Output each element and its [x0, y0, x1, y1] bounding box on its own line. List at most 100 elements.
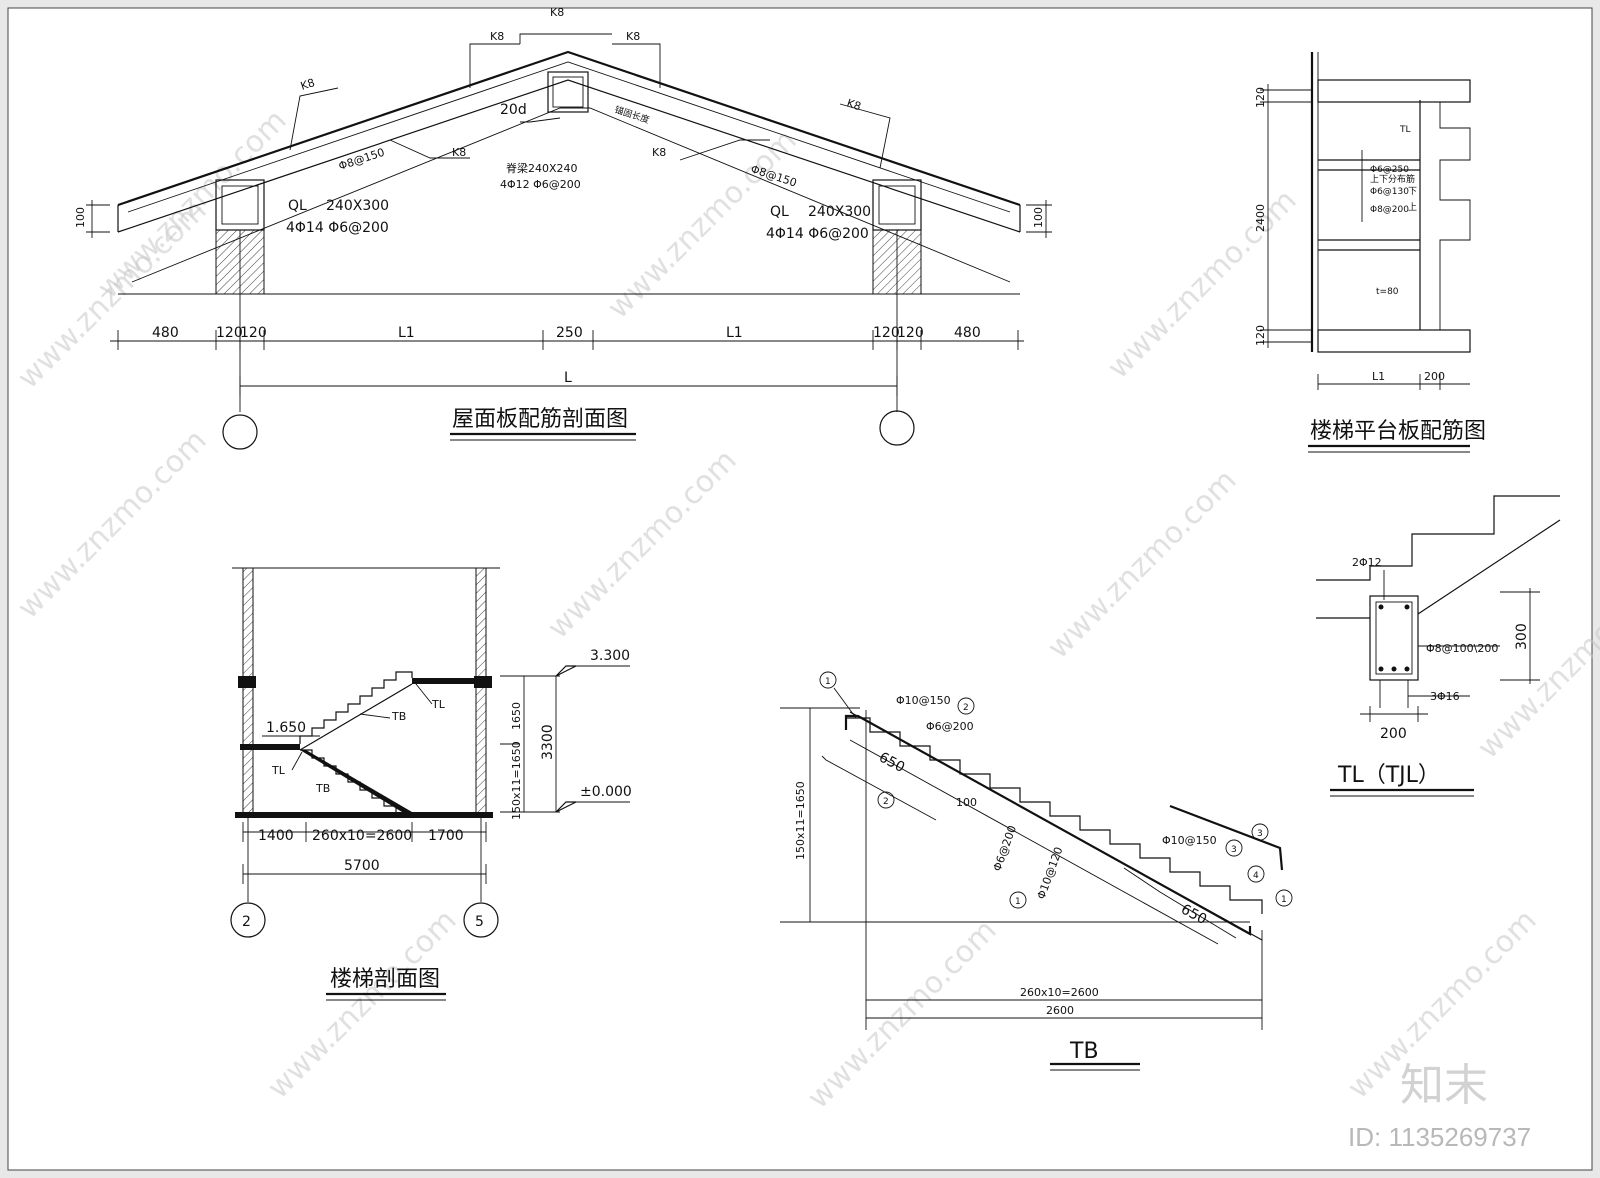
label-stirrup: Φ8@100\200	[1426, 642, 1498, 655]
axis-bubble-5	[463, 902, 499, 938]
marker: 1	[1015, 897, 1021, 907]
dim-2600: 260x10=2600	[312, 828, 412, 844]
label-1650: 1650	[510, 702, 523, 730]
label-height: 300	[1514, 623, 1530, 650]
label-ql-size: 240X300	[808, 204, 871, 220]
dim-text: 480	[152, 325, 179, 341]
marker: 3	[1257, 829, 1263, 839]
label-thk-right: 100	[1032, 207, 1045, 228]
axis-label: 2	[242, 914, 251, 930]
dim-text: 120	[216, 325, 243, 341]
dim-text: 120	[873, 325, 900, 341]
label-top: 2Φ12	[1352, 556, 1382, 569]
brand-logo: 知末	[1400, 1060, 1488, 1111]
label-2400: 2400	[1254, 204, 1267, 232]
label-l1: L1	[1372, 370, 1385, 383]
sheet-border	[7, 7, 1593, 1171]
tl-detail: 200 2Φ12 Φ8@100\200 3Φ16 300 TL（TJL）	[1316, 495, 1561, 797]
mid-landing	[240, 744, 300, 750]
marker: 2	[883, 797, 889, 807]
ridge-beam	[547, 71, 589, 113]
label-r3: Φ8@200	[1370, 205, 1409, 215]
label-r-top2: Φ6@200	[926, 720, 974, 733]
stair-section: 3.300 ±0.000 1.650 TB TL TL TB 1650 150x…	[230, 567, 632, 1001]
dim-total: L	[564, 370, 572, 386]
dim-text: L1	[398, 325, 415, 341]
elev-3300: 3.300	[590, 648, 630, 664]
label-ql-rebar: 4Φ14 Φ6@200	[766, 226, 869, 242]
label-tb-lower: TB	[315, 782, 330, 795]
marker: 4	[1253, 871, 1259, 881]
ground-slab	[235, 812, 493, 818]
image-id: ID: 1135269737	[1348, 1122, 1531, 1152]
label-100: 100	[956, 796, 977, 809]
label-run: 260x10=2600	[1020, 986, 1099, 999]
label-tl-upper: TL	[431, 698, 446, 711]
wall-axis-5	[475, 567, 487, 817]
landing-slab-top	[1317, 79, 1471, 103]
elev-1650: 1.650	[266, 720, 306, 736]
axis-bubble	[879, 410, 915, 446]
label-t80: t=80	[1376, 287, 1399, 297]
landing-slab-title: 楼梯平台板配筋图	[1310, 419, 1486, 444]
dim-text: L1	[726, 325, 743, 341]
dim-1700: 1700	[428, 828, 464, 844]
marker: 3	[1231, 845, 1237, 855]
landing-slab-bottom	[1317, 329, 1471, 353]
label-120-bot: 120	[1254, 325, 1267, 346]
tl-beam-section	[1369, 595, 1419, 681]
label-120-top: 120	[1254, 87, 1267, 108]
roof-slab-top-edge	[117, 50, 1021, 207]
roof-section: K8 K8 K8 K8 K8 K8 K8 20d 锚固长度 脊梁240X240 …	[74, 6, 1052, 450]
label-bottom: 3Φ16	[1430, 690, 1460, 703]
label-thk-left: 100	[74, 207, 87, 228]
label-ridge-beam: 脊梁240X240	[506, 161, 578, 175]
axis-bubble-2	[230, 902, 266, 938]
dim-text: 120	[240, 325, 267, 341]
label-r2b: 下	[1408, 187, 1417, 197]
label-ql-size: 240X300	[326, 198, 389, 214]
dim-text: 480	[954, 325, 981, 341]
roof-slab-bottom-edge	[117, 79, 1021, 233]
label-tl-lower: TL	[271, 764, 286, 777]
stair-section-title: 楼梯剖面图	[330, 967, 440, 992]
axis-bubble	[222, 414, 258, 450]
marker: 2	[963, 703, 969, 713]
label-width: 200	[1380, 726, 1407, 742]
label-r-bot2: Φ10@150	[1162, 834, 1217, 847]
label-r3b: 上	[1408, 202, 1417, 213]
wall-axis-2	[242, 567, 254, 817]
axis-label: 5	[475, 914, 484, 930]
top-landing	[412, 678, 488, 684]
label-r1b: 上下分布筋	[1370, 173, 1415, 185]
marker: 1	[825, 677, 831, 687]
marker: 1	[1281, 895, 1287, 905]
label-20d: 20d	[500, 102, 527, 118]
tb-detail: 150x11=1650 1 Φ10@150 2 Φ6@200 650 2 100…	[780, 671, 1293, 1071]
roof-section-title: 屋面板配筋剖面图	[452, 407, 628, 432]
label-k8: K8	[452, 146, 466, 159]
dim-1400: 1400	[258, 828, 294, 844]
label-k8: K8	[490, 30, 504, 43]
dim-text: 250	[556, 325, 583, 341]
label-ql: QL	[770, 204, 789, 220]
label-ql-rebar: 4Φ14 Φ6@200	[286, 220, 389, 236]
label-rise: 150x11=1650	[794, 781, 807, 860]
label-tl: TL	[1399, 125, 1411, 135]
label-k8: K8	[550, 6, 564, 19]
label-3300: 3300	[540, 724, 556, 760]
tb-title: TB	[1069, 1039, 1099, 1064]
label-r-top1: Φ10@150	[896, 694, 951, 707]
label-tb-upper: TB	[391, 710, 406, 723]
dim-5700: 5700	[344, 858, 380, 874]
dim-text: 120	[897, 325, 924, 341]
label-run-total: 2600	[1046, 1004, 1074, 1017]
label-r2: Φ6@130	[1370, 187, 1409, 197]
tl-title: TL（TJL）	[1337, 763, 1440, 788]
label-r1: Φ6@250	[1370, 165, 1409, 175]
elev-zero: ±0.000	[580, 784, 632, 800]
label-k8: K8	[626, 30, 640, 43]
label-k8: K8	[652, 146, 666, 159]
label-ql: QL	[288, 198, 307, 214]
